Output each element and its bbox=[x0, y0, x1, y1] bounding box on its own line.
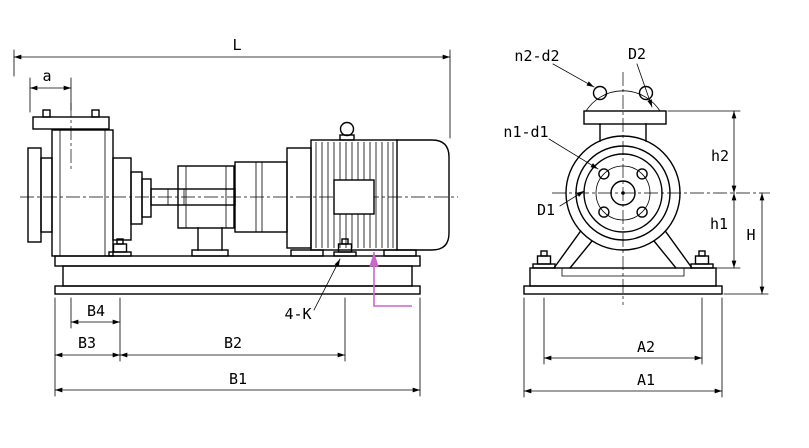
bearing-housing bbox=[177, 165, 235, 229]
base-bottom-flange bbox=[523, 285, 723, 295]
dim-label-B1: B1 bbox=[229, 370, 247, 388]
motor-fan-cover bbox=[396, 139, 450, 251]
hub-circle bbox=[610, 180, 636, 206]
discharge-flange-bolt bbox=[42, 109, 51, 118]
anchor-bolt-right bbox=[333, 238, 357, 257]
dim-label-n2d2: n2-d2 bbox=[514, 47, 559, 65]
dim-label-A2: A2 bbox=[637, 338, 655, 356]
pump-side bbox=[27, 109, 288, 257]
dim-label-4K: 4-K bbox=[284, 305, 311, 323]
seal-housing bbox=[141, 178, 152, 218]
center-point bbox=[621, 191, 625, 195]
motor-rear-foot bbox=[383, 249, 417, 257]
flange-bolt-hole bbox=[636, 206, 648, 218]
discharge-bolt-hole bbox=[638, 85, 654, 101]
pump-casing bbox=[51, 129, 114, 257]
leader-4K bbox=[313, 258, 341, 311]
baseplate-web bbox=[62, 265, 413, 287]
ext-lines-bottom bbox=[54, 297, 421, 397]
leader-D1 bbox=[559, 190, 585, 207]
suction-adapter bbox=[40, 157, 53, 233]
flange-bolt-hole bbox=[598, 168, 610, 180]
baseplate-side bbox=[54, 238, 421, 295]
coupling-gap bbox=[255, 161, 263, 233]
motor-eyebolt-base bbox=[339, 134, 355, 141]
discharge-flange bbox=[32, 116, 110, 130]
motor-endbell bbox=[286, 147, 312, 249]
discharge-flange-bolt bbox=[91, 109, 100, 118]
pedestal-legs bbox=[553, 231, 693, 269]
ext-lines-right bbox=[667, 110, 769, 295]
flange-bolt-hole bbox=[636, 168, 648, 180]
ext-lines-a bbox=[29, 77, 72, 113]
leader-n2d2 bbox=[552, 63, 595, 88]
seal-gland bbox=[130, 171, 143, 225]
flange-projection-arc bbox=[585, 90, 661, 112]
dimensions-side: L a B4 B3 B2 B1 4-K bbox=[13, 36, 451, 397]
highlight-arrow bbox=[369, 252, 412, 307]
anchor-bolt-end-left bbox=[532, 250, 556, 269]
dim-label-a: a bbox=[42, 67, 51, 85]
motor bbox=[286, 121, 450, 257]
side-view: L a B4 B3 B2 B1 4-K bbox=[13, 36, 458, 397]
dim-label-L: L bbox=[232, 36, 241, 54]
discharge-neck bbox=[599, 123, 647, 142]
casing-back-bracket bbox=[112, 157, 132, 241]
anchor-bolt-end-right bbox=[690, 250, 714, 269]
dim-label-B4: B4 bbox=[87, 302, 105, 320]
leader-D2 bbox=[636, 63, 653, 108]
flange-bolt-hole bbox=[598, 206, 610, 218]
base-step bbox=[561, 267, 685, 277]
motor-eyebolt bbox=[339, 121, 355, 137]
discharge-bolt-hole bbox=[592, 85, 608, 101]
suction-flange-circle bbox=[575, 145, 671, 241]
motor-front-foot bbox=[290, 249, 324, 257]
dimensions-end: n2-d2 D2 n1-d1 D1 h2 h1 H A2 A1 bbox=[503, 45, 769, 398]
baseplate-top-flange bbox=[54, 255, 421, 267]
dim-label-n1d1: n1-d1 bbox=[503, 123, 548, 141]
dim-label-h2: h2 bbox=[711, 147, 729, 165]
end-view: n2-d2 D2 n1-d1 D1 h2 h1 H A2 A1 bbox=[503, 45, 770, 398]
suction-flange bbox=[27, 147, 42, 243]
baseplate-bottom-flange bbox=[54, 285, 421, 295]
casing-detail-lines bbox=[59, 129, 106, 257]
dim-label-B3: B3 bbox=[78, 334, 96, 352]
dim-label-D1: D1 bbox=[537, 201, 555, 219]
dim-label-D2: D2 bbox=[628, 45, 646, 63]
bolt-circle bbox=[595, 165, 651, 221]
dim-label-B2: B2 bbox=[224, 334, 242, 352]
dim-label-A1: A1 bbox=[637, 371, 655, 389]
ext-lines-bottom-end bbox=[523, 297, 723, 398]
motor-terminal-box bbox=[333, 179, 375, 215]
dim-label-H: H bbox=[746, 226, 755, 244]
bearing-foot-pad bbox=[191, 249, 229, 257]
leader-n1d1 bbox=[548, 138, 599, 170]
volute-outline bbox=[565, 135, 681, 251]
shaft-steps bbox=[167, 188, 185, 206]
bearing-foot-legs bbox=[197, 227, 223, 251]
discharge-flange-end bbox=[583, 110, 667, 125]
pump-end bbox=[553, 85, 693, 269]
raised-face-circle bbox=[583, 153, 663, 233]
dim-label-h1: h1 bbox=[710, 215, 728, 233]
ext-lines-L bbox=[13, 49, 451, 139]
baseplate-end bbox=[523, 250, 723, 295]
bearing-covers bbox=[185, 165, 227, 229]
